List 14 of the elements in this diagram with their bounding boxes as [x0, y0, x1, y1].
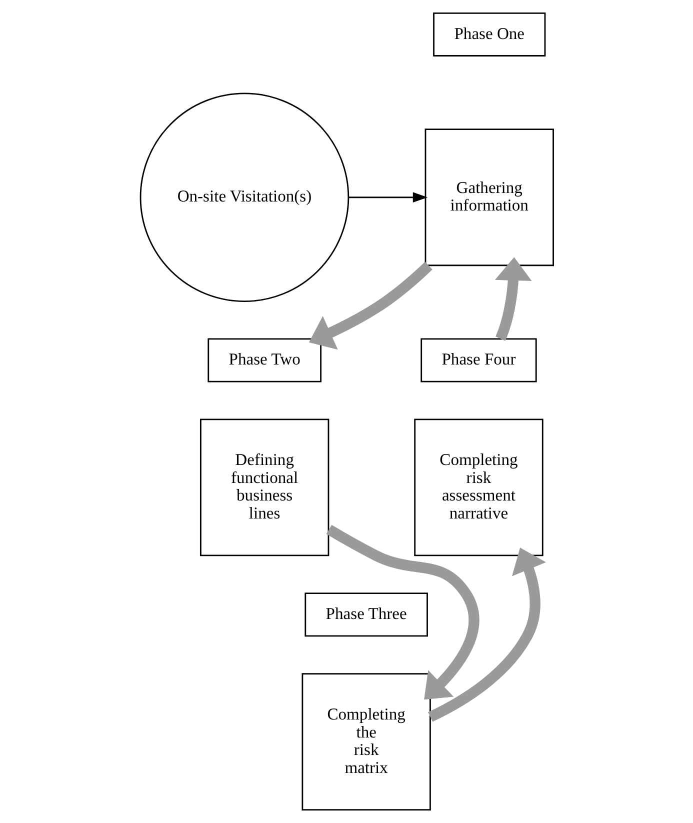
node-box: Completing risk assessment narrative	[414, 418, 543, 556]
node-circle: On-site Visitation(s)	[139, 92, 349, 302]
node-box: Defining functional business lines	[199, 418, 329, 556]
node-box: Gathering information	[424, 128, 554, 266]
arrow	[427, 548, 546, 722]
arrow	[308, 262, 432, 350]
node-box: Phase Two	[207, 338, 321, 382]
node-box: Completing the risk matrix	[301, 673, 430, 811]
arrow	[326, 524, 479, 700]
arrow	[494, 257, 532, 341]
node-box: Phase One	[432, 12, 546, 56]
node-box: Phase Four	[420, 338, 536, 382]
node-box: Phase Three	[304, 592, 428, 637]
arrow	[348, 192, 428, 202]
